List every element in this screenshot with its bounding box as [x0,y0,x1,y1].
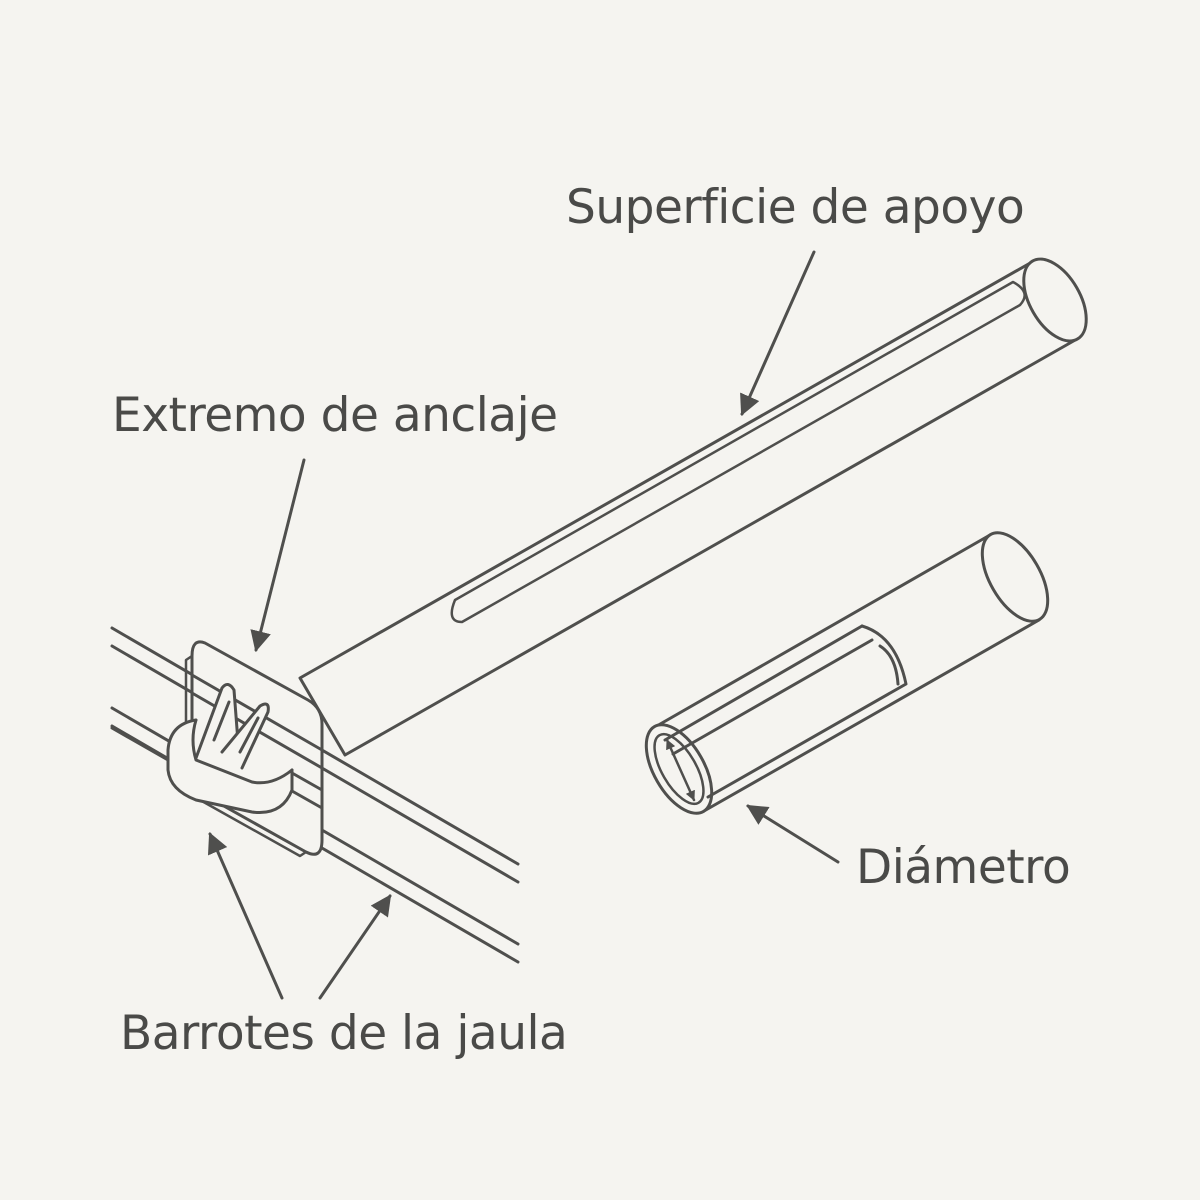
label-diametro: Diámetro [856,840,1071,895]
arrow-extremo [250,458,306,653]
callout-arrows [207,250,840,1000]
perch-rod [298,257,1088,757]
label-extremo-de-anclaje: Extremo de anclaje [112,388,558,443]
arrow-diametro [746,804,840,864]
perch-cross-section [644,531,1050,815]
label-superficie-de-apoyo: Superficie de apoyo [566,180,1025,235]
anchor-clip [110,640,324,858]
arrow-barrotes-left [207,832,284,1000]
diameter-indicator [665,738,696,802]
label-barrotes-de-la-jaula: Barrotes de la jaula [120,1006,568,1061]
arrow-superficie [740,250,816,416]
arrow-barrotes-right [318,894,392,1000]
